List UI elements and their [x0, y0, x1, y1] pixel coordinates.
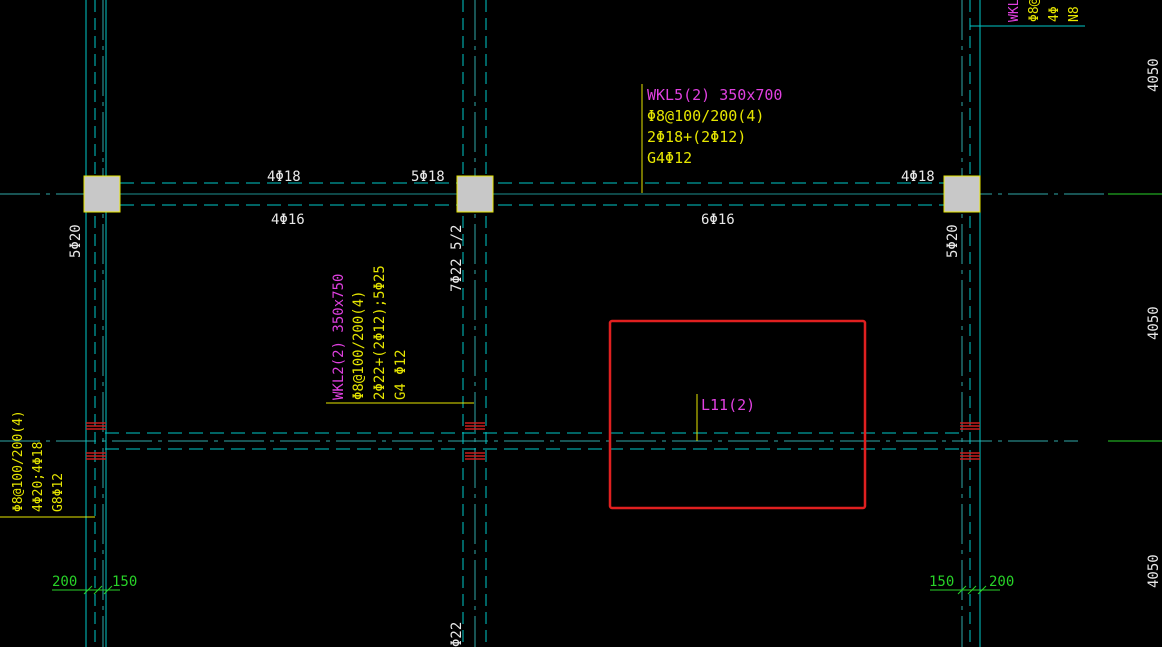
wkl2-name: WKL2(2) 350x750 [331, 274, 347, 400]
wkl5-stirrup: Φ8@100/200(4) [647, 107, 764, 125]
dim-left-b: 150 [112, 574, 137, 590]
wkl2-side: G4 Φ12 [393, 349, 409, 400]
dim-left-a: 200 [52, 574, 77, 590]
label-wkl2[interactable]: WKL2(2) 350x750 Φ8@100/200(4) 2Φ22+(2Φ12… [331, 265, 409, 400]
beam-outlines [85, 0, 1085, 647]
col-mid-bottom-rebar: Φ22 [449, 622, 465, 647]
column-mid[interactable] [456, 175, 494, 213]
col-left-rebar: 5Φ20 [68, 224, 84, 258]
rebar-top-mid: 5Φ18 [411, 169, 445, 185]
axis-lines [0, 0, 1105, 647]
wkl2-top: 2Φ22+(2Φ12);5Φ25 [372, 265, 388, 400]
label-wkl5[interactable]: WKL5(2) 350x700 Φ8@100/200(4) 2Φ18+(2Φ12… [647, 86, 782, 167]
wkl5-top: 2Φ18+(2Φ12) [647, 128, 746, 146]
topright-line4: N8 [1067, 6, 1082, 22]
col-right-rebar: 5Φ20 [945, 224, 961, 258]
dim-bay-top: 4050 [1146, 58, 1162, 92]
wkl5-name: WKL5(2) 350x700 [647, 86, 782, 104]
column-right[interactable] [943, 175, 981, 213]
dim-bay-mid: 4050 [1146, 306, 1162, 340]
label-l11[interactable]: L11(2) [701, 396, 755, 414]
grid-extensions [1108, 193, 1162, 442]
column-left[interactable] [83, 175, 121, 213]
col-mid-rebar: 7Φ22 5/2 [449, 225, 465, 292]
dimension-marks [52, 585, 1000, 595]
highlight-box[interactable] [608, 319, 867, 510]
label-topright[interactable]: WKL Φ8@ 4Φ N8 [1007, 0, 1082, 22]
left-stirrup: Φ8@100/200(4) [11, 410, 26, 512]
topright-line2: Φ8@ [1027, 0, 1042, 22]
dimension-labels: 200 150 150 200 4050 4050 4050 [52, 58, 1162, 590]
rebar-bot-left: 4Φ16 [271, 212, 305, 228]
rebar-top-left: 4Φ18 [267, 169, 301, 185]
wkl2-stirrup: Φ8@100/200(4) [351, 290, 367, 400]
dim-bay-bottom: 4050 [1146, 554, 1162, 588]
topright-line3: 4Φ [1047, 6, 1062, 22]
wkl5-side: G4Φ12 [647, 149, 692, 167]
dim-right-a: 150 [929, 574, 954, 590]
columns [83, 175, 981, 213]
rebar-labels: 4Φ18 5Φ18 4Φ18 4Φ16 6Φ16 [267, 169, 935, 228]
rebar-bot-mid: 6Φ16 [701, 212, 735, 228]
column-rebar-labels: 5Φ20 7Φ22 5/2 5Φ20 Φ22 [68, 224, 961, 647]
rebar-top-right: 4Φ18 [901, 169, 935, 185]
dim-right-b: 200 [989, 574, 1014, 590]
left-side: G8Φ12 [51, 473, 66, 512]
label-left-beam[interactable]: Φ8@100/200(4) 4Φ20;4Φ18 G8Φ12 [11, 410, 66, 512]
support-hatches [86, 422, 980, 460]
left-top: 4Φ20;4Φ18 [31, 442, 46, 512]
leader-lines [0, 84, 698, 518]
topright-line1: WKL [1007, 0, 1022, 22]
